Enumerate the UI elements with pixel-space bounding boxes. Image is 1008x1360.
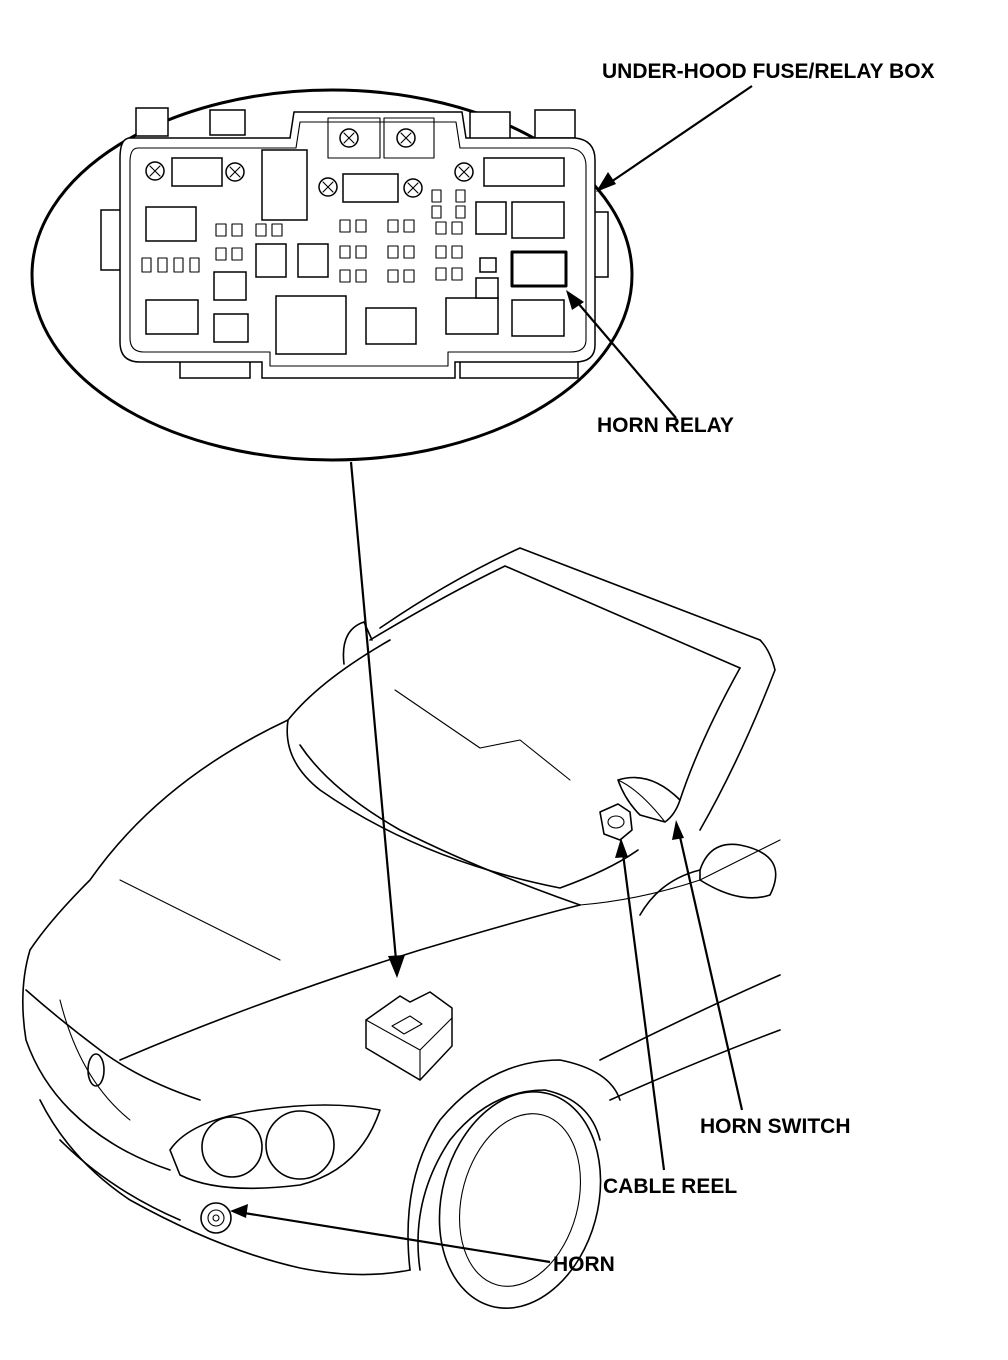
horn-part — [200, 1202, 232, 1234]
fuse-box-location — [365, 991, 453, 1081]
fuse-box-inset — [30, 88, 634, 462]
horn-relay-box — [510, 250, 568, 288]
screw-icon — [454, 162, 474, 182]
screw-icon — [396, 128, 416, 148]
screw-icon — [318, 177, 338, 197]
cable-reel-part — [599, 803, 633, 841]
car-outline — [22, 547, 781, 1309]
label-horn-relay: HORN RELAY — [597, 414, 734, 437]
label-fuse-relay-box: UNDER-HOOD FUSE/RELAY BOX — [602, 60, 935, 83]
label-horn-switch: HORN SWITCH — [700, 1115, 851, 1138]
label-horn: HORN — [553, 1253, 615, 1276]
screw-icon — [145, 161, 165, 181]
horn-switch-part — [617, 776, 681, 823]
screw-icon — [225, 162, 245, 182]
fuse-box-housing — [119, 111, 596, 379]
screw-icon — [339, 128, 359, 148]
label-cable-reel: CABLE REEL — [603, 1175, 737, 1198]
screw-icon — [403, 178, 423, 198]
